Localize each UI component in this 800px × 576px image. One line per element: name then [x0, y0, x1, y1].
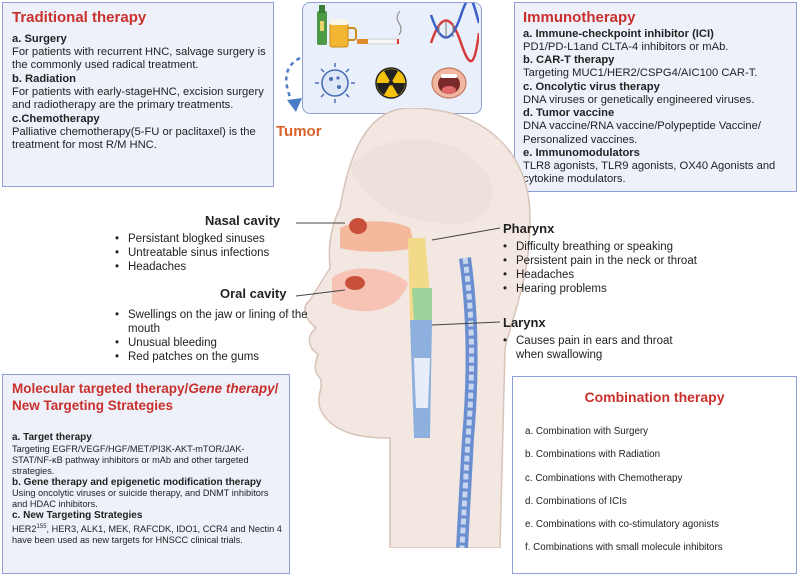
oral-cavity-label: Oral cavity: [220, 286, 287, 301]
molecular-therapy-title: Molecular targeted therapy/Gene therapy/…: [12, 380, 284, 414]
section-heading: c.Chemotherapy: [12, 112, 100, 125]
combination-item: f. Combinations with small molecule inhi…: [525, 542, 723, 553]
beer-icon: [317, 5, 357, 48]
symptom-item: Red patches on the gums: [115, 350, 315, 364]
symptom-item: Headaches: [115, 260, 315, 274]
section-heading: a. Surgery: [12, 33, 67, 45]
symptom-item: Swellings on the jaw or lining of the mo…: [115, 308, 315, 336]
head-neck-illustration: [304, 108, 531, 548]
section-text: Targeting MUC1/HER2/CSPG4/AIC100 CAR-T.: [523, 67, 758, 80]
combination-item: e. Combinations with co-stimulatory agon…: [525, 519, 719, 530]
combination-therapy-title: Combination therapy: [584, 389, 725, 405]
symptom-item: Hearing problems: [503, 282, 713, 296]
combination-therapy-box: Combination therapy a. Combination with …: [512, 376, 797, 574]
tumor-label: Tumor: [276, 123, 322, 140]
section-heading: a. Target therapy: [12, 432, 92, 443]
immunotherapy-box: Immunotherapy a. Immune-checkpoint inhib…: [514, 2, 797, 192]
nasal-cavity-label: Nasal cavity: [205, 213, 281, 228]
title-part: Molecular targeted therapy/: [12, 381, 189, 396]
section-text: For patients with early-stageHNC, excisi…: [12, 85, 264, 112]
section-heading: b. CAR-T therapy: [523, 54, 615, 67]
title-part: / New Targeting Strategies: [12, 381, 279, 413]
traditional-therapy-title: Traditional therapy: [12, 9, 147, 26]
symptom-item: Persistent pain in the neck or throat: [503, 254, 713, 268]
symptom-item: Persistant blogked sinuses: [115, 232, 315, 246]
section-text: TLR8 agonists, TLR9 agonists, OX40 Agoni…: [523, 160, 776, 186]
larynx-symptoms: Causes pain in ears and throat when swal…: [503, 334, 703, 362]
molecular-targeted-therapy-box: Molecular targeted therapy/Gene therapy/…: [2, 374, 290, 574]
traditional-therapy-box: Traditional therapy a. Surgery For patie…: [2, 2, 274, 187]
pharynx-symptoms: Difficulty breathing or speaking Persist…: [503, 240, 713, 296]
traditional-therapy-content: a. Surgery For patients with recurrent H…: [12, 33, 270, 152]
section-text: Palliative chemotherapy(5-FU or paclitax…: [12, 125, 256, 152]
pharynx-label: Pharynx: [503, 221, 555, 236]
section-text: Targeting EGFR/VEGF/HGF/MET/PI3K-AKT-mTO…: [12, 443, 249, 476]
section-heading: a. Immune-checkpoint inhibitor (ICI): [523, 28, 714, 40]
section-heading: e. Immunomodulators: [523, 147, 640, 160]
symptom-item: Untreatable sinus infections: [115, 246, 315, 260]
mouth-icon: [431, 67, 467, 99]
immunotherapy-title: Immunotherapy: [523, 9, 636, 26]
section-text: PD1/PD-L1and CLTA-4 inhibitors or mAb.: [523, 41, 729, 53]
section-text: DNA vaccine/RNA vaccine/Polypeptide Vacc…: [523, 120, 761, 146]
combination-item: c. Combinations with Chemotherapy: [525, 473, 683, 484]
section-heading: b. Radiation: [12, 72, 77, 85]
risk-to-tumor-arrow: [285, 56, 302, 112]
section-heading: c. Oncolytic virus therapy: [523, 80, 660, 93]
section-heading: c. New Targeting Strategies: [12, 510, 143, 521]
symptom-item: Headaches: [503, 268, 713, 282]
section-text: For patients with recurrent HNC, salvage…: [12, 46, 266, 72]
combination-item: b. Combinations with Radiation: [525, 449, 661, 460]
dna-icon: [429, 3, 479, 63]
immunotherapy-content: a. Immune-checkpoint inhibitor (ICI) PD1…: [523, 28, 795, 187]
section-heading: b. Gene therapy and epigenetic modificat…: [12, 476, 262, 488]
molecular-therapy-content: a. Target therapy Targeting EGFR/VEGF/HG…: [12, 432, 284, 546]
risk-factor-icons-box: [302, 2, 482, 114]
title-part-italic: Gene therapy: [188, 381, 275, 396]
section-text: DNA viruses or genetically engineered vi…: [523, 93, 755, 106]
radiation-icon: [375, 67, 407, 99]
section-text: Using oncolytic viruses or suicide thera…: [12, 488, 269, 509]
section-heading: d. Tumor vaccine: [523, 107, 615, 120]
section-text: HER2155, HER3, ALK1, MEK, RAFCDK, IDO1, …: [12, 523, 282, 545]
symptom-item: Causes pain in ears and throat when swal…: [503, 334, 703, 362]
cigarette-icon: [357, 10, 402, 45]
oral-cavity-symptoms: Swellings on the jaw or lining of the mo…: [115, 308, 315, 364]
combination-item: d. Combinations of ICIs: [525, 496, 627, 507]
symptom-item: Unusual bleeding: [115, 336, 315, 350]
nasal-cavity-symptoms: Persistant blogked sinuses Untreatable s…: [115, 232, 315, 274]
virus-icon: [315, 63, 355, 103]
symptom-item: Difficulty breathing or speaking: [503, 240, 713, 254]
combination-item: a. Combination with Surgery: [525, 426, 649, 437]
larynx-label: Larynx: [503, 315, 546, 330]
